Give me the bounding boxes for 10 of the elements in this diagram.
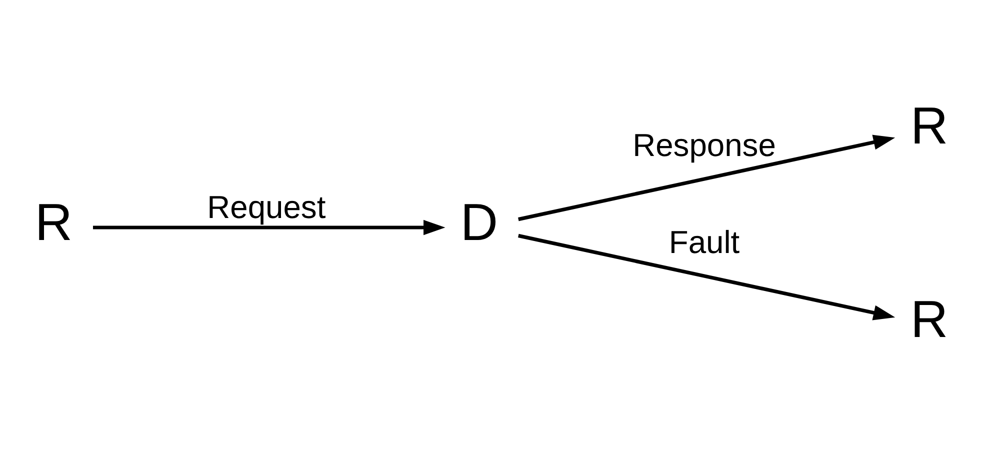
arrow bbox=[518, 134, 896, 221]
edge-label: Request bbox=[207, 188, 326, 225]
node-text: R bbox=[34, 194, 72, 252]
edge-label: Response bbox=[632, 126, 776, 162]
edge-label: Fault bbox=[668, 223, 740, 260]
node-text: D bbox=[460, 194, 498, 252]
node-text: R bbox=[910, 290, 948, 349]
arrow bbox=[93, 219, 446, 235]
node-text: R bbox=[910, 96, 948, 155]
arrow bbox=[518, 233, 896, 320]
